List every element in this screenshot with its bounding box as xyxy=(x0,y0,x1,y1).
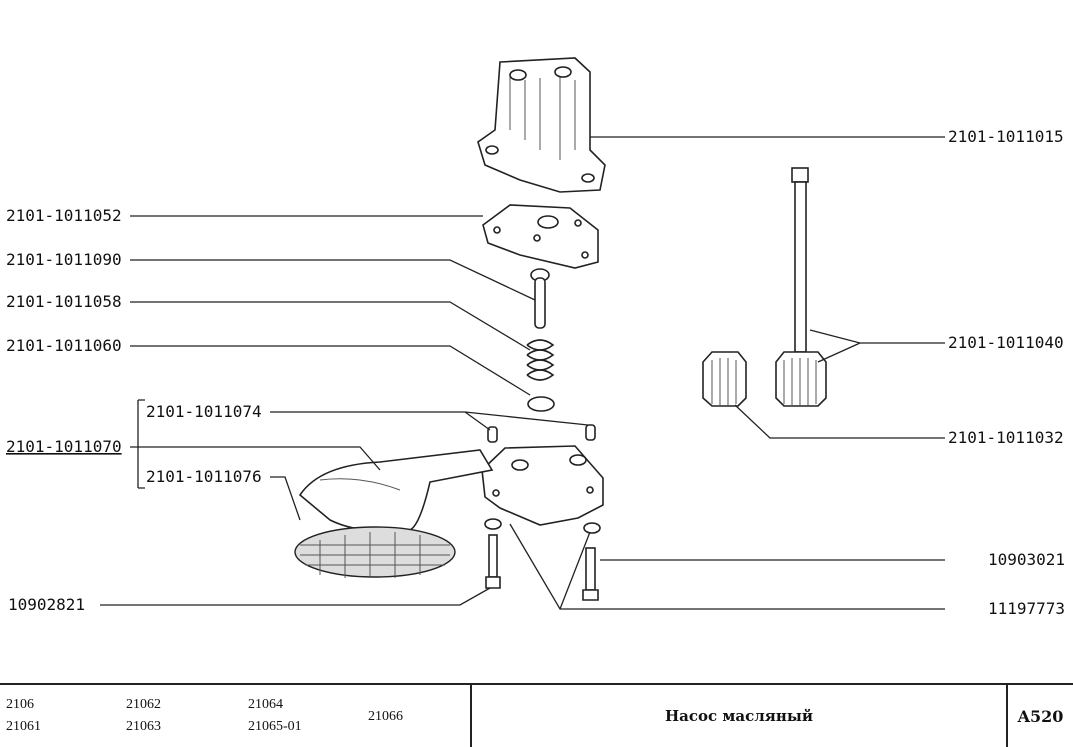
section-code: A520 xyxy=(1017,706,1064,726)
valve-washer-part xyxy=(527,396,555,412)
exploded-parts-diagram: 2101-1011015 2101-1011052 2101-1011090 2… xyxy=(6,57,1065,618)
pin-right-part xyxy=(585,424,596,441)
driven-gear-part xyxy=(702,351,747,407)
pump-body-part xyxy=(481,445,604,526)
label-pickup-pipe: 2101-1011076 xyxy=(146,467,262,486)
label-pump-housing: 2101-1011015 xyxy=(948,127,1064,146)
bolt-right-part xyxy=(582,547,599,601)
pin-left-part xyxy=(487,426,498,443)
drive-shaft-part xyxy=(775,167,827,407)
label-pump-cover: 2101-1011052 xyxy=(6,206,122,225)
model-code: 21061 xyxy=(6,719,41,734)
title-block: 2106 21061 21062 21063 21064 21065-01 21… xyxy=(0,683,1073,747)
model-code: 21065-01 xyxy=(248,719,302,734)
model-code: 21062 xyxy=(126,697,161,712)
page-title: Насос масляный xyxy=(470,685,1008,747)
label-washer: 11197773 xyxy=(988,599,1065,618)
label-valve-spring: 2101-1011060 xyxy=(6,336,122,355)
bolt-left-part xyxy=(485,534,501,589)
label-valve-stem: 2101-1011058 xyxy=(6,292,122,311)
valve-spring-part xyxy=(526,339,555,381)
label-driven-gear: 2101-1011032 xyxy=(948,428,1064,447)
label-drive-shaft-gear: 2101-1011040 xyxy=(948,333,1064,352)
label-relief-valve: 2101-1011090 xyxy=(6,250,122,269)
model-code: 21066 xyxy=(368,709,403,724)
leader-lines xyxy=(100,136,945,610)
washer-right-part xyxy=(583,522,601,534)
model-code: 21063 xyxy=(126,719,161,734)
model-code: 21064 xyxy=(248,697,283,712)
model-list: 2106 21061 21062 21063 21064 21065-01 21… xyxy=(0,685,470,747)
label-pickup-assembly: 2101-1011070 xyxy=(6,437,122,456)
label-pin: 2101-1011074 xyxy=(146,402,262,421)
label-bolt-right: 10903021 xyxy=(988,550,1065,569)
relief-valve-part xyxy=(530,268,550,329)
label-bolt-left: 10902821 xyxy=(8,595,85,614)
oil-pickup-part xyxy=(294,449,494,578)
pump-cover-part xyxy=(482,204,599,269)
washer-left-part xyxy=(484,518,502,530)
pump-housing-part xyxy=(477,57,606,193)
model-code: 2106 xyxy=(6,697,34,712)
